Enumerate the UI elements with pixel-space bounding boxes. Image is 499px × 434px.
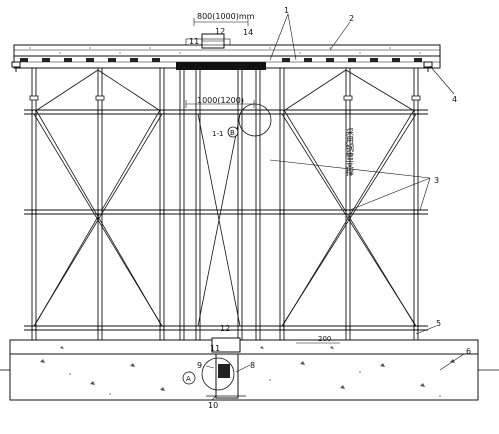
callout-12-top: 12 bbox=[215, 27, 225, 36]
bottom-dimension: 200 bbox=[296, 335, 340, 344]
callout-12-bottom: 12 bbox=[220, 324, 230, 333]
callout-9: 9 bbox=[197, 361, 202, 370]
callout-leaders bbox=[205, 13, 465, 401]
callout-14: 14 bbox=[243, 28, 253, 37]
section-1-1-label: 1-1 bbox=[212, 130, 223, 138]
callout-5: 5 bbox=[436, 319, 441, 328]
callout-10: 10 bbox=[208, 401, 218, 410]
couplers bbox=[29, 95, 421, 331]
bottom-strip bbox=[206, 337, 246, 399]
detail-circle-A: A bbox=[182, 357, 235, 391]
vertical-note-text: 采用钢管支撑 bbox=[346, 127, 355, 176]
top-slab bbox=[13, 44, 441, 57]
callout-11-bottom: 11 bbox=[210, 344, 220, 353]
scaffold-frame bbox=[24, 68, 428, 341]
detail-circle-B: B 1-1 bbox=[212, 103, 272, 138]
top-dimension-label: 800(1000)mm bbox=[197, 12, 255, 21]
callout-11-top: 11 bbox=[189, 37, 199, 46]
beam-width-label: 1000(1200) bbox=[197, 96, 244, 105]
bottom-dimension-label: 200 bbox=[318, 335, 331, 343]
bottom-slab bbox=[0, 339, 499, 401]
callout-1: 1 bbox=[284, 6, 289, 15]
vertical-note: 采用钢管支撑 bbox=[346, 127, 355, 176]
callout-3: 3 bbox=[434, 176, 439, 185]
top-dimension: 800(1000)mm bbox=[193, 12, 255, 26]
circle-A-label: A bbox=[186, 375, 191, 383]
callout-6: 6 bbox=[466, 347, 471, 356]
circle-B-label: B bbox=[230, 129, 235, 137]
callout-8: 8 bbox=[250, 361, 255, 370]
callout-4: 4 bbox=[452, 95, 457, 104]
callout-2: 2 bbox=[349, 14, 354, 23]
callout-numbers: 1 2 3 4 5 6 8 9 10 11 12 14 11 12 bbox=[189, 6, 471, 410]
top-jacks bbox=[11, 61, 433, 72]
top-beam bbox=[176, 33, 266, 70]
